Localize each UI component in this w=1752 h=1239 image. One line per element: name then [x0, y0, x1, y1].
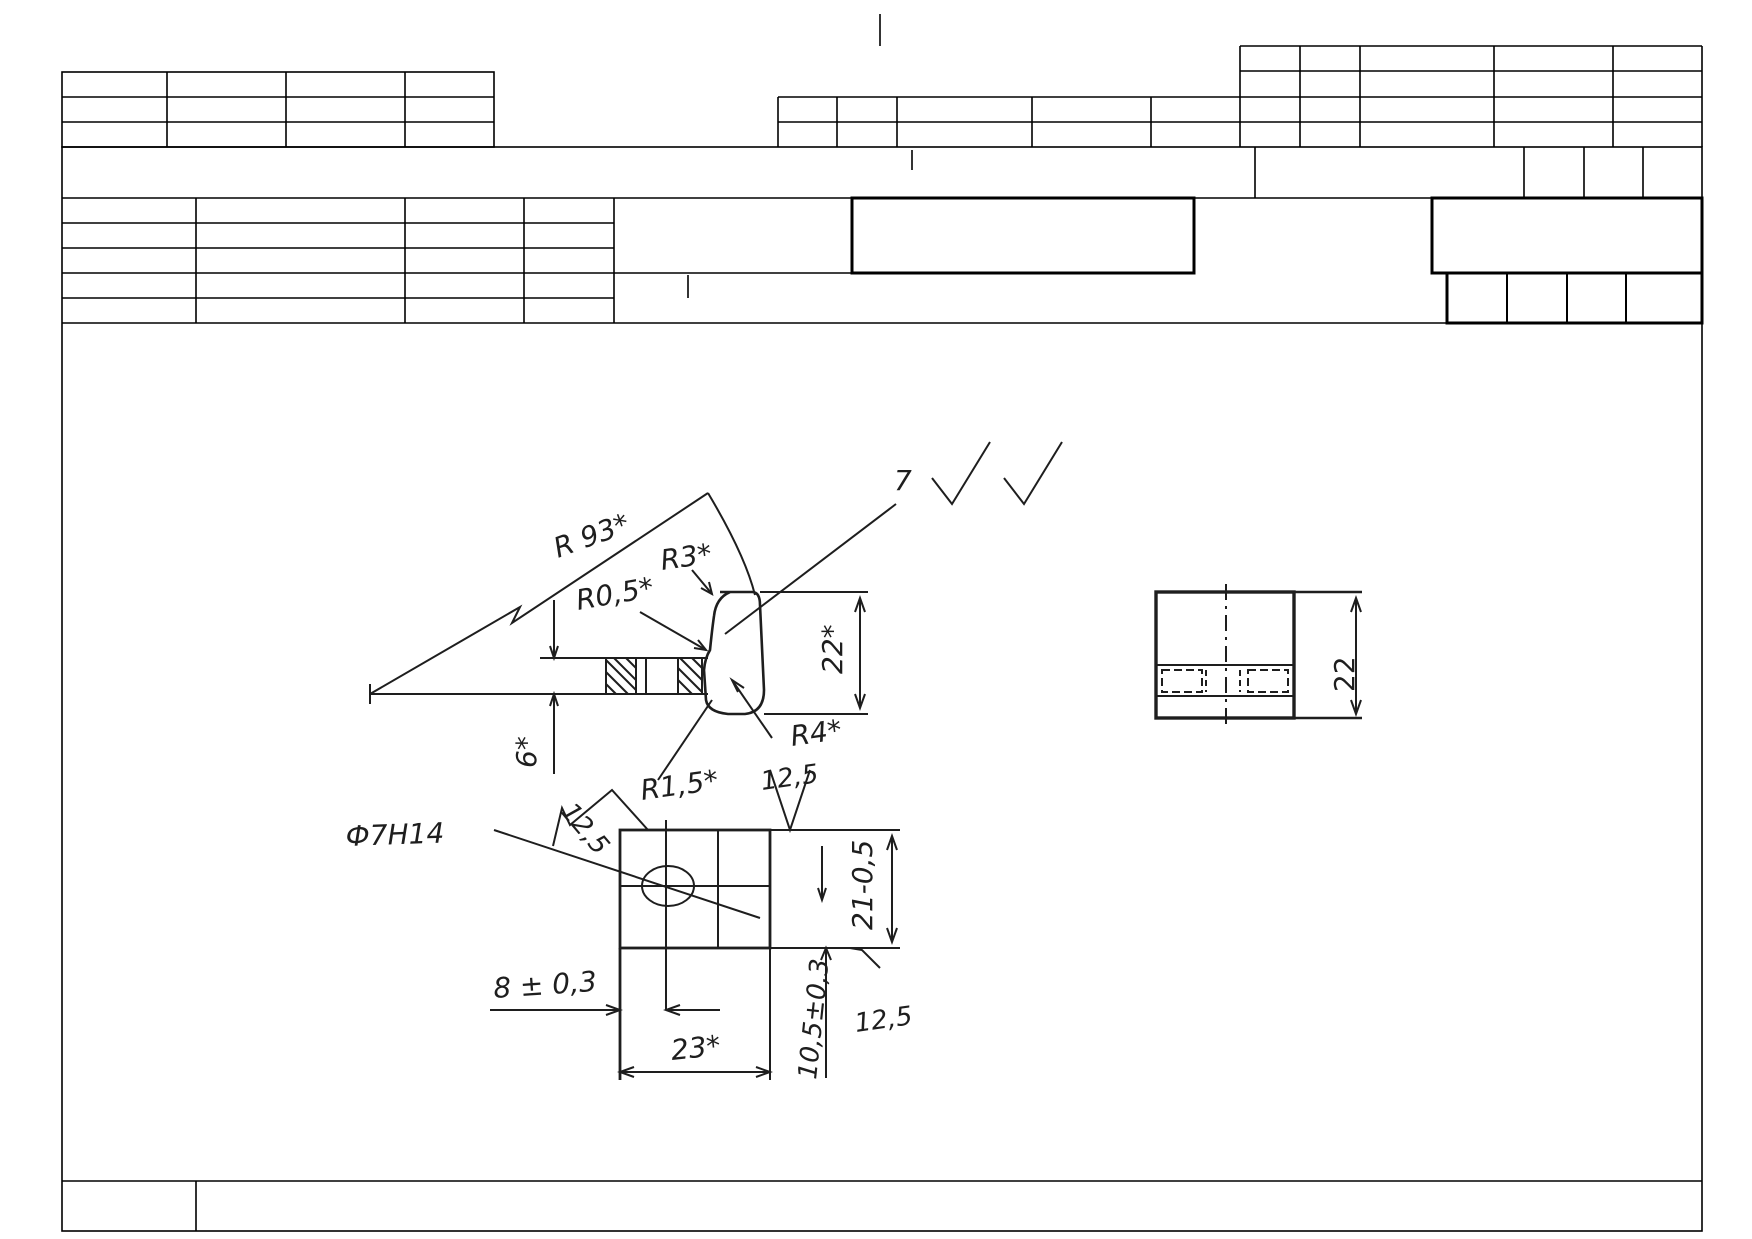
label-ra125-c: 12,5: [853, 1001, 915, 1039]
part-side-view: [1154, 584, 1362, 728]
label-r15: R1,5*: [638, 763, 720, 807]
profile-outline: [702, 590, 766, 716]
bold-box-center: [850, 196, 1196, 275]
r3-leader: [691, 569, 713, 595]
label-roughness-7: 7: [894, 464, 912, 497]
roughness-sign-1: [931, 441, 991, 506]
dimension-labels: R 93* R3* R0,5* 22* R4* 6* 12,5 R1,5* 12…: [345, 464, 1361, 1081]
roughness-sign-c: [849, 947, 881, 969]
roughness-sign-2: [1003, 441, 1063, 506]
form-grid: [61, 14, 1704, 1232]
r93-leader: [369, 492, 709, 695]
bold-cells-right: [1445, 271, 1704, 325]
part-plan-view: [490, 820, 900, 1080]
r4-leader: [731, 679, 773, 739]
label-hole: Ф7Н14: [345, 817, 445, 853]
main-frame: [61, 146, 1703, 1232]
table-top-right: [777, 45, 1703, 147]
section-hatch: [605, 657, 703, 695]
bold-box-right: [1430, 196, 1704, 275]
table-top-left: [61, 71, 495, 148]
label-ra125-b: 12,5: [759, 759, 821, 797]
label-side-22: 22: [1328, 656, 1361, 692]
label-r05: R0,5*: [573, 571, 656, 617]
label-r3: R3*: [658, 537, 713, 577]
label-6: 6*: [510, 736, 543, 768]
roughness7-leader: [724, 503, 897, 635]
hole-leader: [493, 829, 761, 919]
roughness-sign-a: [552, 788, 649, 847]
r15-leader: [657, 699, 713, 781]
plan-outline: [618, 828, 772, 950]
r93-arc: [707, 492, 756, 596]
label-ra125-a: 12,5: [555, 797, 615, 861]
hole-7h14: [641, 865, 695, 907]
label-r4: R4*: [788, 713, 843, 753]
label-r93: R 93*: [549, 507, 634, 565]
label-21: 21-0,5: [846, 840, 879, 930]
table-mid-left: [62, 198, 615, 323]
label-23: 23*: [669, 1029, 722, 1067]
label-8: 8 ± 0,3: [492, 965, 598, 1005]
part-sketch-main: [369, 441, 1063, 969]
label-22: 22*: [816, 624, 849, 674]
r05-leader: [639, 611, 707, 651]
label-105: 10,5±0,3: [793, 957, 835, 1081]
